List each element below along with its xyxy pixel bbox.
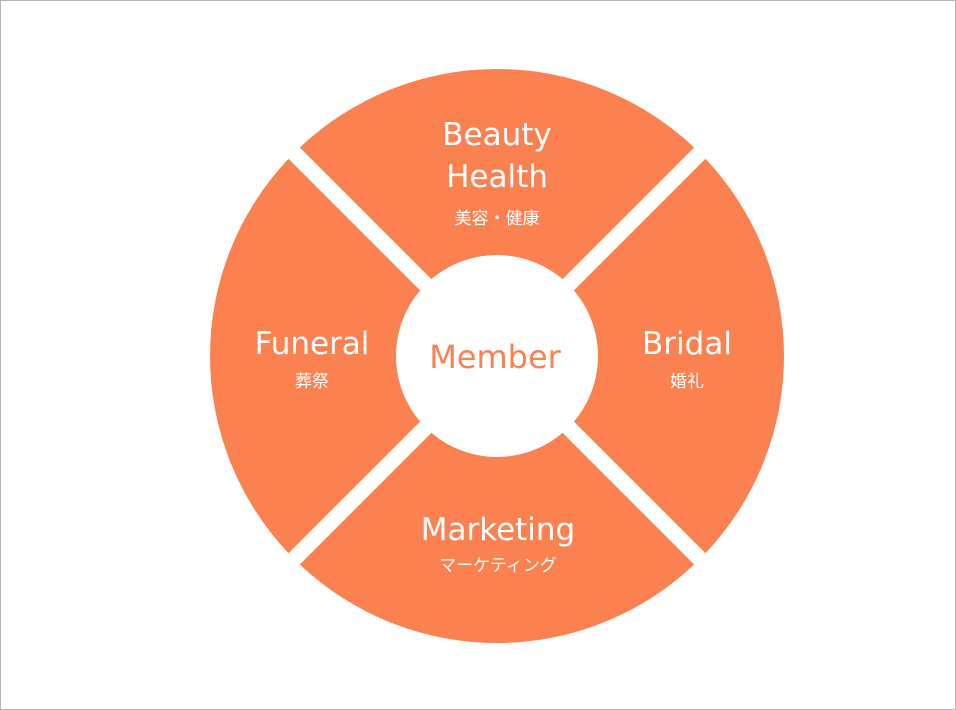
- segment-left-shape: [209, 158, 424, 554]
- segment-left: Funeral 葬祭: [209, 158, 424, 554]
- segment-left-subtitle: 葬祭: [295, 372, 329, 392]
- segment-top: Beauty Health 美容・健康: [299, 69, 695, 283]
- segment-top-shape: [299, 69, 695, 283]
- segment-right: Bridal 婚礼: [570, 158, 784, 554]
- segment-bottom-shape: [299, 429, 695, 643]
- center-label: Member: [429, 338, 561, 376]
- segment-bottom-subtitle: マーケティング: [439, 556, 557, 576]
- segment-right-title: Bridal: [642, 326, 732, 362]
- segment-left-title: Funeral: [255, 326, 370, 362]
- segment-top-title-line2: Health: [446, 159, 548, 195]
- center-node: Member: [396, 255, 598, 457]
- segment-right-subtitle: 婚礼: [670, 372, 704, 392]
- segment-bottom: Marketing マーケティング: [299, 429, 695, 643]
- center-circle: [396, 255, 598, 457]
- segment-top-title-line1: Beauty: [442, 117, 551, 153]
- segment-bottom-title: Marketing: [421, 512, 576, 548]
- segment-right-shape: [570, 158, 784, 554]
- segment-top-subtitle: 美容・健康: [455, 209, 540, 229]
